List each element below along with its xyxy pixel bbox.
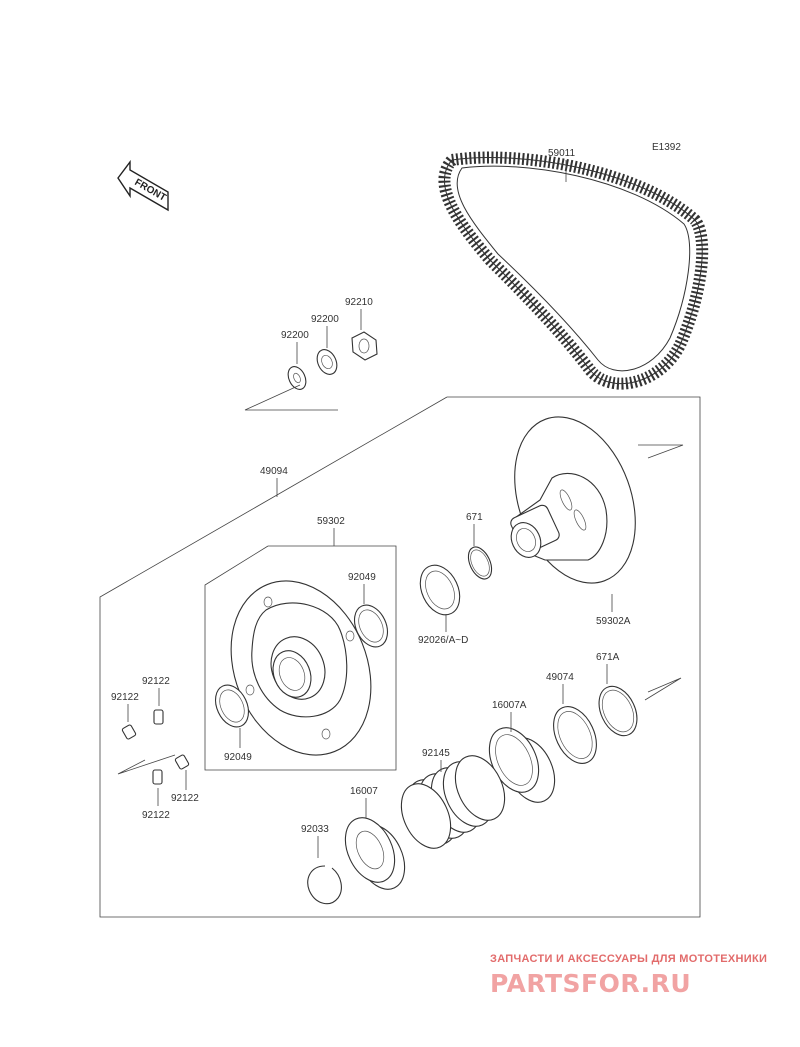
label-oring-671: 671 — [466, 512, 483, 523]
seal-92049-upper — [353, 604, 389, 648]
fixed-sheave — [510, 416, 636, 584]
label-collar-16007: 16007 — [350, 786, 378, 797]
label-washer-b: 92200 — [311, 314, 339, 325]
grease-fitting-4 — [152, 769, 163, 785]
label-seal-lower: 92049 — [224, 752, 252, 763]
circlip-92033 — [307, 865, 342, 905]
nut-92210 — [351, 331, 378, 361]
grease-fitting-2 — [153, 709, 164, 725]
spring-92145 — [400, 755, 506, 849]
watermark-line2: PARTSFOR.RU — [490, 969, 691, 998]
label-collar-16007a: 16007A — [492, 700, 527, 711]
grease-fitting-3 — [174, 754, 190, 770]
seal-92049-lower — [214, 684, 250, 728]
label-belt: 59011 — [548, 148, 576, 159]
collar-16007a — [488, 727, 556, 803]
label-shim: 92026/A~D — [418, 635, 468, 646]
label-spring: 92145 — [422, 748, 450, 759]
watermark-line1: ЗАПЧАСТИ И АКСЕССУАРЫ ДЛЯ МОТОТЕХНИКИ — [490, 953, 767, 965]
label-sheave-59302a: 59302A — [596, 616, 631, 627]
grease-fitting-1 — [121, 724, 137, 740]
sheave-frame — [204, 545, 397, 771]
collar-16007 — [344, 817, 406, 890]
movable-sheave — [230, 580, 372, 756]
label-fitting-2: 92122 — [142, 676, 170, 687]
label-washer-a: 92200 — [281, 330, 309, 341]
ring-49074 — [553, 706, 597, 764]
label-seal-upper: 92049 — [348, 572, 376, 583]
label-nut: 92210 — [345, 297, 373, 308]
shim-92026 — [419, 564, 461, 616]
oring-671 — [467, 546, 493, 580]
assembly-frame — [99, 396, 701, 918]
front-arrow-icon: FRONT — [117, 159, 169, 212]
label-assembly: 49094 — [260, 466, 288, 477]
label-sheave-assy: 59302 — [317, 516, 345, 527]
label-circlip: 92033 — [301, 824, 329, 835]
drive-belt — [438, 151, 709, 390]
label-oring-671a: 671A — [596, 652, 620, 663]
label-fitting-1: 92122 — [111, 692, 139, 703]
label-fitting-3: 92122 — [171, 793, 199, 804]
washer-92200-a — [287, 366, 307, 390]
label-fitting-4: 92122 — [142, 810, 170, 821]
watermark: ЗАПЧАСТИ И АКСЕССУАРЫ ДЛЯ МОТОТЕХНИКИ PA… — [490, 953, 767, 998]
washer-92200-b — [316, 349, 338, 375]
diagram-code: E1392 — [652, 142, 681, 153]
oring-671a — [598, 685, 638, 737]
label-ring-49074: 49074 — [546, 672, 574, 683]
